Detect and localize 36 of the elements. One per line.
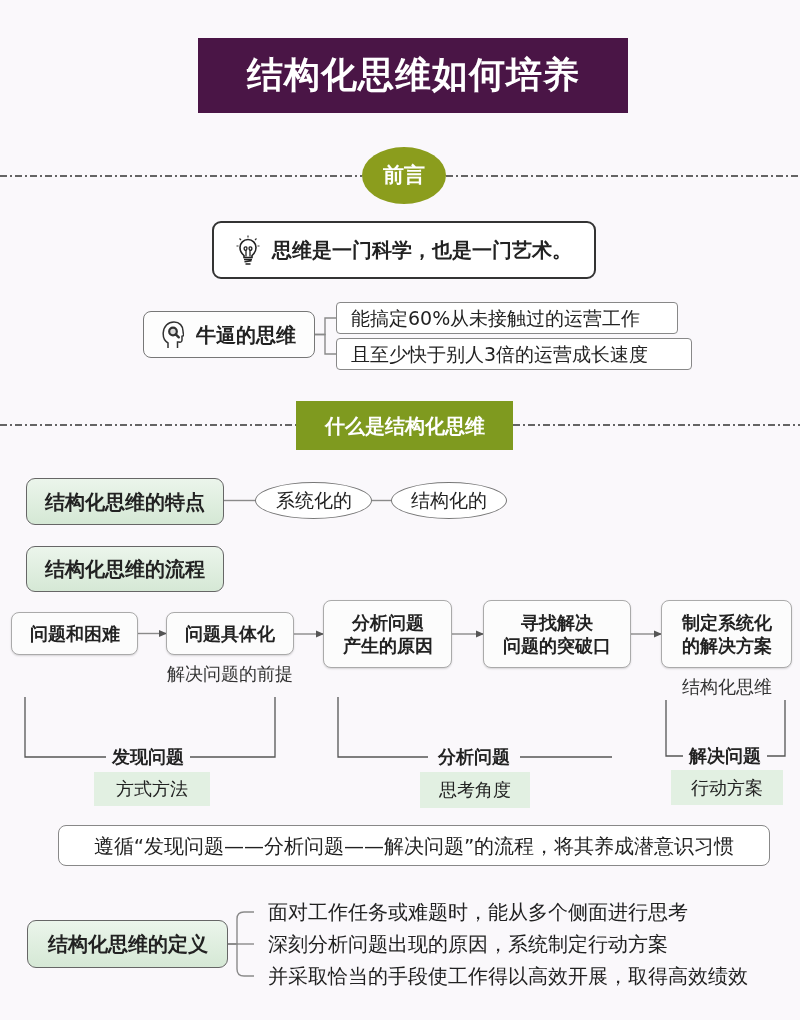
arrow <box>630 630 662 638</box>
tag-box: 思考角度 <box>420 772 530 808</box>
step-box: 寻找解决问题的突破口 <box>483 600 631 668</box>
connector-line <box>223 499 256 502</box>
definition-text: 并采取恰当的手段使工作得以高效开展，取得高效绩效 <box>254 962 748 990</box>
definition-text: 面对工作任务或难题时，能从多个侧面进行思考 <box>254 898 688 926</box>
arrow <box>451 630 484 638</box>
summary-box: 遵循“发现问题——分析问题——解决问题”的流程，将其养成潜意识习惯 <box>58 825 770 866</box>
quote-box <box>212 221 596 279</box>
arrow <box>137 630 167 637</box>
arrow <box>293 630 324 638</box>
tag-box: 方式方法 <box>94 772 210 806</box>
tag-box: 行动方案 <box>671 770 783 805</box>
detail-box: 且至少快于别人3倍的运营成长速度 <box>336 338 692 370</box>
connector-line <box>371 499 392 502</box>
category-box: 结构化思维的定义 <box>27 920 228 968</box>
step-box: 制定系统化的解决方案 <box>661 600 792 668</box>
step-box: 问题具体化 <box>166 612 294 655</box>
trait-oval: 系统化的 <box>255 482 372 519</box>
category-box: 结构化思维的特点 <box>26 478 224 525</box>
detail-box: 能搞定60%从未接触过的运营工作 <box>336 302 678 334</box>
trait-oval: 结构化的 <box>391 482 507 519</box>
box-text: 思维是一门科学，也是一门艺术。 <box>272 237 572 263</box>
topic-box <box>143 311 315 358</box>
connector-line <box>227 943 255 977</box>
node-caption: 结构化思维 <box>681 675 772 699</box>
box-text: 牛逼的思维 <box>196 321 296 348</box>
step-box: 问题和困难 <box>11 612 138 655</box>
definition-text: 深刻分析问题出现的原因，系统制定行动方案 <box>254 930 668 958</box>
step-box: 分析问题产生的原因 <box>323 600 452 668</box>
section-heading-oval: 前言 <box>362 147 446 204</box>
title-banner: 结构化思维如何培养 <box>198 38 628 113</box>
section-heading-banner: 什么是结构化思维 <box>296 401 513 450</box>
connector-line <box>314 333 337 355</box>
node-caption: 解决问题的前提 <box>167 662 293 686</box>
category-box: 结构化思维的流程 <box>26 546 224 592</box>
